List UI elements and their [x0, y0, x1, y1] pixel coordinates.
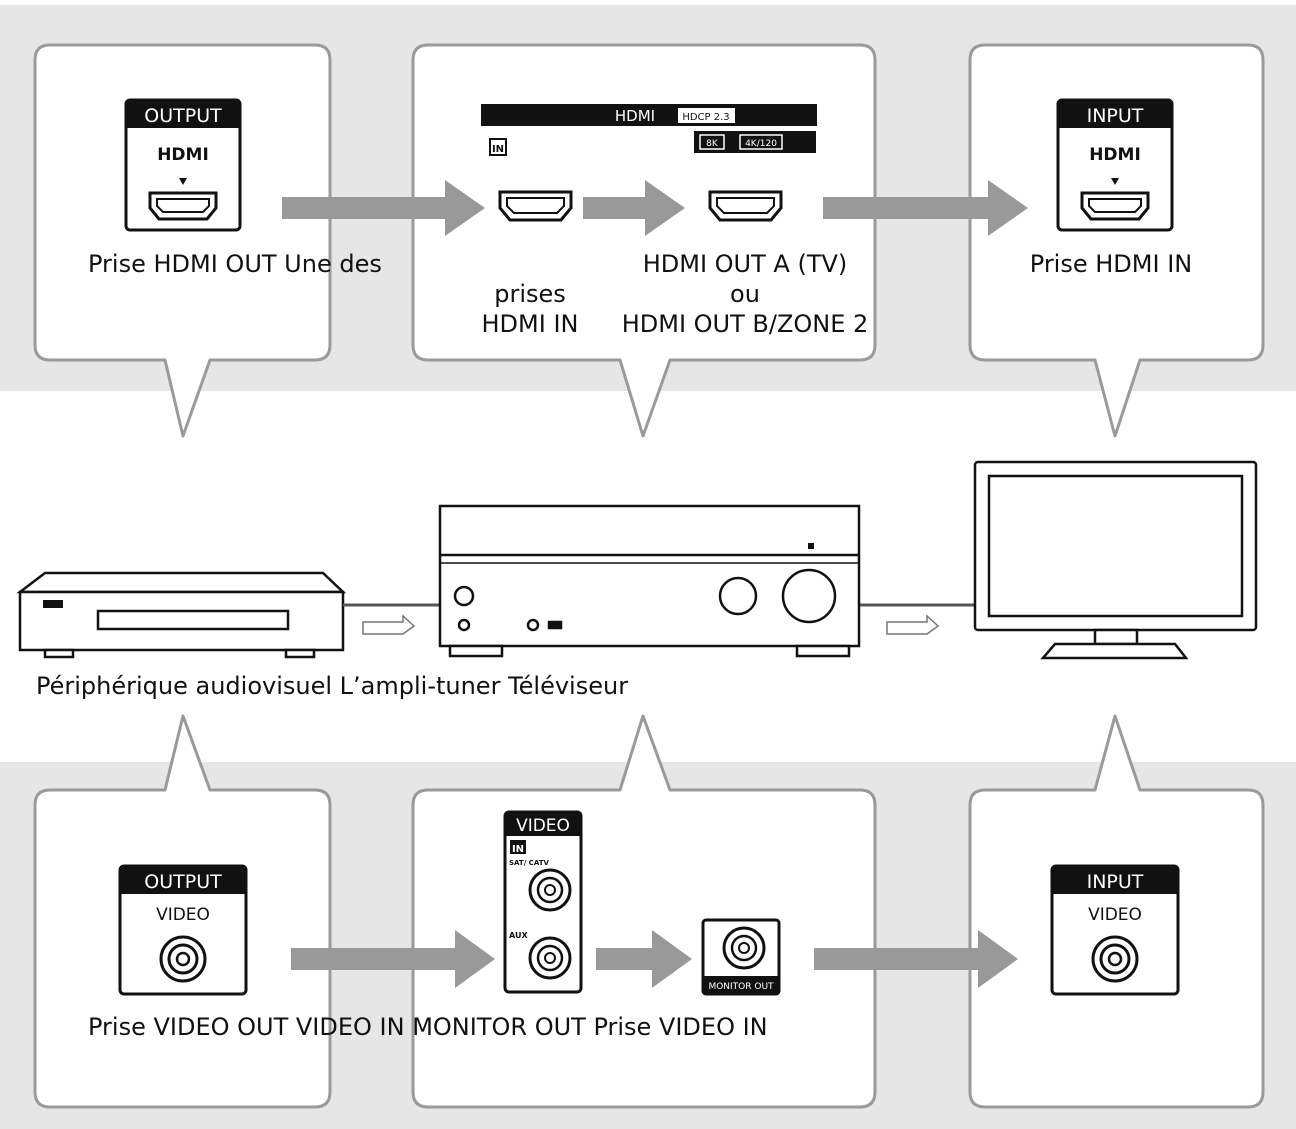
monitor-out-label: MONITOR OUT [708, 982, 774, 992]
arrow-monitor-to-tv [814, 930, 1018, 988]
television [973, 460, 1258, 660]
video-in-tag: IN [512, 844, 524, 855]
hdmi-in-caption-1: prises [494, 280, 566, 308]
arrow-hdmi-in-to-out [583, 180, 685, 236]
arrow-hdmi-out-to-tv [823, 180, 1028, 236]
hdmi-out-port-icon [708, 190, 783, 222]
sat-catv-label: SAT/ CATV [509, 859, 549, 867]
devices-caption: Périphérique audiovisuel L’ampli-tuner T… [36, 672, 629, 700]
av-receiver [438, 504, 861, 658]
input-hdmi-header: INPUT [1087, 105, 1144, 127]
tag-8k: 8K [706, 139, 719, 149]
hdmi-out-caption-2: ou [730, 280, 760, 308]
input-video-header: INPUT [1087, 871, 1144, 893]
output-hdmi-type: HDMI [157, 145, 209, 165]
source-hdmi-caption: Prise HDMI OUT Une des [88, 250, 382, 278]
input-video-type: VIDEO [1088, 905, 1142, 925]
arrow-video-in-to-monitor [596, 930, 692, 988]
output-video-header: OUTPUT [144, 871, 222, 893]
hdmi-in-port-icon [498, 190, 573, 222]
aux-label: AUX [509, 931, 528, 940]
hdcp-label: HDCP 2.3 [682, 112, 729, 123]
hdmi-bar-label: HDMI [615, 107, 655, 125]
hdmi-out-caption-3: HDMI OUT B/ZONE 2 [621, 310, 869, 338]
input-hdmi-type: HDMI [1089, 145, 1141, 165]
video-panel-header: VIDEO [516, 816, 570, 836]
tag-4k120: 4K/120 [745, 139, 777, 149]
bubble-source-hdmi [33, 43, 332, 438]
tv-hdmi-caption: Prise HDMI IN [1029, 250, 1193, 278]
hdmi-port-icon [148, 191, 218, 221]
output-hdmi-header: OUTPUT [144, 105, 222, 127]
input-hdmi-badge: INPUT HDMI [1056, 98, 1174, 232]
output-video-type: VIDEO [156, 905, 210, 925]
av-device [16, 571, 347, 659]
video-caption: Prise VIDEO OUT VIDEO IN MONITOR OUT Pri… [88, 1013, 768, 1041]
output-hdmi-badge: OUTPUT HDMI [124, 98, 242, 232]
receiver-video-panel: VIDEO IN SAT/ CATV AUX MONITOR OUT [503, 810, 781, 996]
arrow-video-out-to-in [291, 930, 495, 988]
bubble-tv-hdmi [968, 43, 1265, 438]
arrow-source-to-hdmi-in [282, 180, 485, 236]
output-video-badge: OUTPUT VIDEO [118, 864, 248, 996]
hdmi-out-caption-1: HDMI OUT A (TV) [642, 250, 848, 278]
input-video-badge: INPUT VIDEO [1050, 864, 1180, 996]
hdmi-in-tag: IN [492, 144, 504, 155]
receiver-hdmi-panel: HDMI HDCP 2.3 8K 4K/120 IN [481, 104, 817, 222]
hdmi-in-caption-2: HDMI IN [481, 310, 579, 338]
